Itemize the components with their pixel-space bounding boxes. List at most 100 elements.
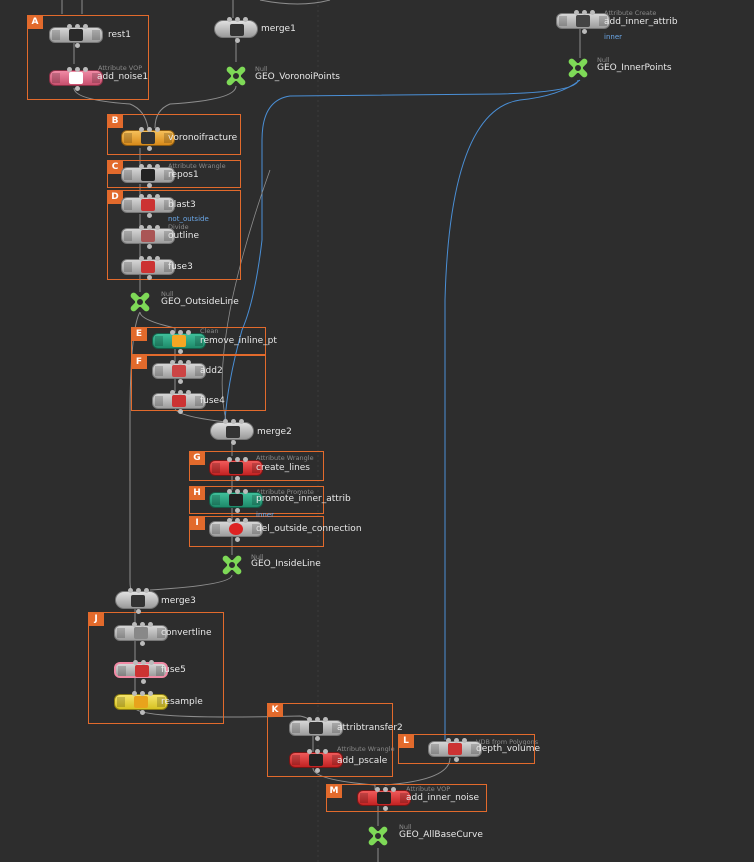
connector-dot[interactable]	[322, 749, 328, 754]
connector-dot[interactable]	[306, 717, 312, 722]
network-box-f[interactable]: F	[131, 355, 266, 411]
node-add-inner-attrib[interactable]	[556, 10, 610, 34]
node-add-noise1[interactable]	[49, 67, 103, 91]
connector-dot[interactable]	[135, 588, 141, 593]
null-node-icon[interactable]	[226, 66, 246, 86]
connector-dot[interactable]	[177, 409, 183, 414]
connector-dot[interactable]	[234, 17, 240, 22]
connector-dot[interactable]	[74, 24, 80, 29]
connector-dot[interactable]	[234, 476, 240, 481]
node-merge1[interactable]	[214, 17, 258, 43]
node-depth-volume[interactable]	[428, 738, 482, 762]
node-convertline[interactable]	[114, 622, 168, 646]
connector-dot[interactable]	[146, 183, 152, 188]
node-add-pscale[interactable]	[289, 749, 343, 773]
connector-dot[interactable]	[127, 588, 133, 593]
connector-dot[interactable]	[382, 787, 388, 792]
connector-dot[interactable]	[146, 194, 152, 199]
connector-dot[interactable]	[147, 691, 153, 696]
node-resample[interactable]	[114, 691, 168, 715]
connector-dot[interactable]	[177, 349, 183, 354]
node-add2[interactable]	[152, 360, 206, 384]
node-create-lines[interactable]	[209, 457, 263, 481]
connector-dot[interactable]	[242, 489, 248, 494]
connector-dot[interactable]	[74, 67, 80, 72]
node-promote-inner-attrib[interactable]	[209, 489, 263, 513]
node-blast3[interactable]	[121, 194, 175, 218]
connector-dot[interactable]	[177, 330, 183, 335]
connector-dot[interactable]	[382, 806, 388, 811]
connector-dot[interactable]	[177, 360, 183, 365]
connector-dot[interactable]	[138, 256, 144, 261]
connector-dot[interactable]	[131, 691, 137, 696]
null-node-icon[interactable]	[368, 826, 388, 846]
connector-dot[interactable]	[374, 787, 380, 792]
connector-dot[interactable]	[154, 164, 160, 169]
network-box-i[interactable]: I	[189, 516, 324, 547]
node-merge2[interactable]	[210, 419, 254, 445]
connector-dot[interactable]	[177, 390, 183, 395]
connector-dot[interactable]	[146, 127, 152, 132]
connector-dot[interactable]	[234, 537, 240, 542]
connector-dot[interactable]	[146, 244, 152, 249]
connector-dot[interactable]	[138, 127, 144, 132]
network-box-m[interactable]: M	[326, 784, 487, 812]
network-box-j[interactable]: J	[88, 612, 224, 724]
connector-dot[interactable]	[581, 29, 587, 34]
connector-dot[interactable]	[234, 457, 240, 462]
connector-dot[interactable]	[573, 10, 579, 15]
node-remove-inline-pt[interactable]	[152, 330, 206, 354]
connector-dot[interactable]	[146, 164, 152, 169]
connector-dot[interactable]	[154, 225, 160, 230]
connector-dot[interactable]	[226, 489, 232, 494]
connector-dot[interactable]	[230, 419, 236, 424]
connector-dot[interactable]	[242, 518, 248, 523]
connector-dot[interactable]	[139, 691, 145, 696]
connector-dot[interactable]	[146, 225, 152, 230]
connector-dot[interactable]	[135, 609, 141, 614]
connector-dot[interactable]	[169, 330, 175, 335]
connector-dot[interactable]	[461, 738, 467, 743]
network-box-e[interactable]: E	[131, 327, 266, 355]
node-add-inner-noise[interactable]	[357, 787, 411, 811]
connector-dot[interactable]	[314, 749, 320, 754]
connector-dot[interactable]	[146, 213, 152, 218]
connector-dot[interactable]	[314, 768, 320, 773]
network-box-l[interactable]: L	[398, 734, 535, 764]
null-node-icon[interactable]	[130, 292, 150, 312]
connector-dot[interactable]	[66, 67, 72, 72]
connector-dot[interactable]	[230, 440, 236, 445]
connector-dot[interactable]	[226, 17, 232, 22]
node-del-outside-connection[interactable]	[209, 518, 263, 542]
connector-dot[interactable]	[185, 360, 191, 365]
connector-dot[interactable]	[148, 660, 154, 665]
connector-dot[interactable]	[234, 508, 240, 513]
connector-dot[interactable]	[453, 738, 459, 743]
node-repos1[interactable]	[121, 164, 175, 188]
connector-dot[interactable]	[453, 757, 459, 762]
connector-dot[interactable]	[226, 457, 232, 462]
connector-dot[interactable]	[139, 622, 145, 627]
connector-dot[interactable]	[154, 256, 160, 261]
connector-dot[interactable]	[314, 717, 320, 722]
connector-dot[interactable]	[226, 518, 232, 523]
connector-dot[interactable]	[146, 256, 152, 261]
connector-dot[interactable]	[146, 275, 152, 280]
connector-dot[interactable]	[66, 24, 72, 29]
connector-dot[interactable]	[132, 660, 138, 665]
connector-dot[interactable]	[306, 749, 312, 754]
node-fuse5[interactable]	[114, 660, 168, 684]
connector-dot[interactable]	[314, 736, 320, 741]
connector-dot[interactable]	[138, 225, 144, 230]
null-node-icon[interactable]	[222, 555, 242, 575]
connector-dot[interactable]	[238, 419, 244, 424]
connector-dot[interactable]	[140, 679, 146, 684]
node-voronoifracture[interactable]	[121, 127, 175, 151]
connector-dot[interactable]	[177, 379, 183, 384]
node-rest1[interactable]	[49, 24, 103, 48]
connector-dot[interactable]	[169, 360, 175, 365]
network-box-d[interactable]: D	[107, 190, 241, 280]
connector-dot[interactable]	[140, 660, 146, 665]
connector-dot[interactable]	[185, 330, 191, 335]
connector-dot[interactable]	[242, 457, 248, 462]
